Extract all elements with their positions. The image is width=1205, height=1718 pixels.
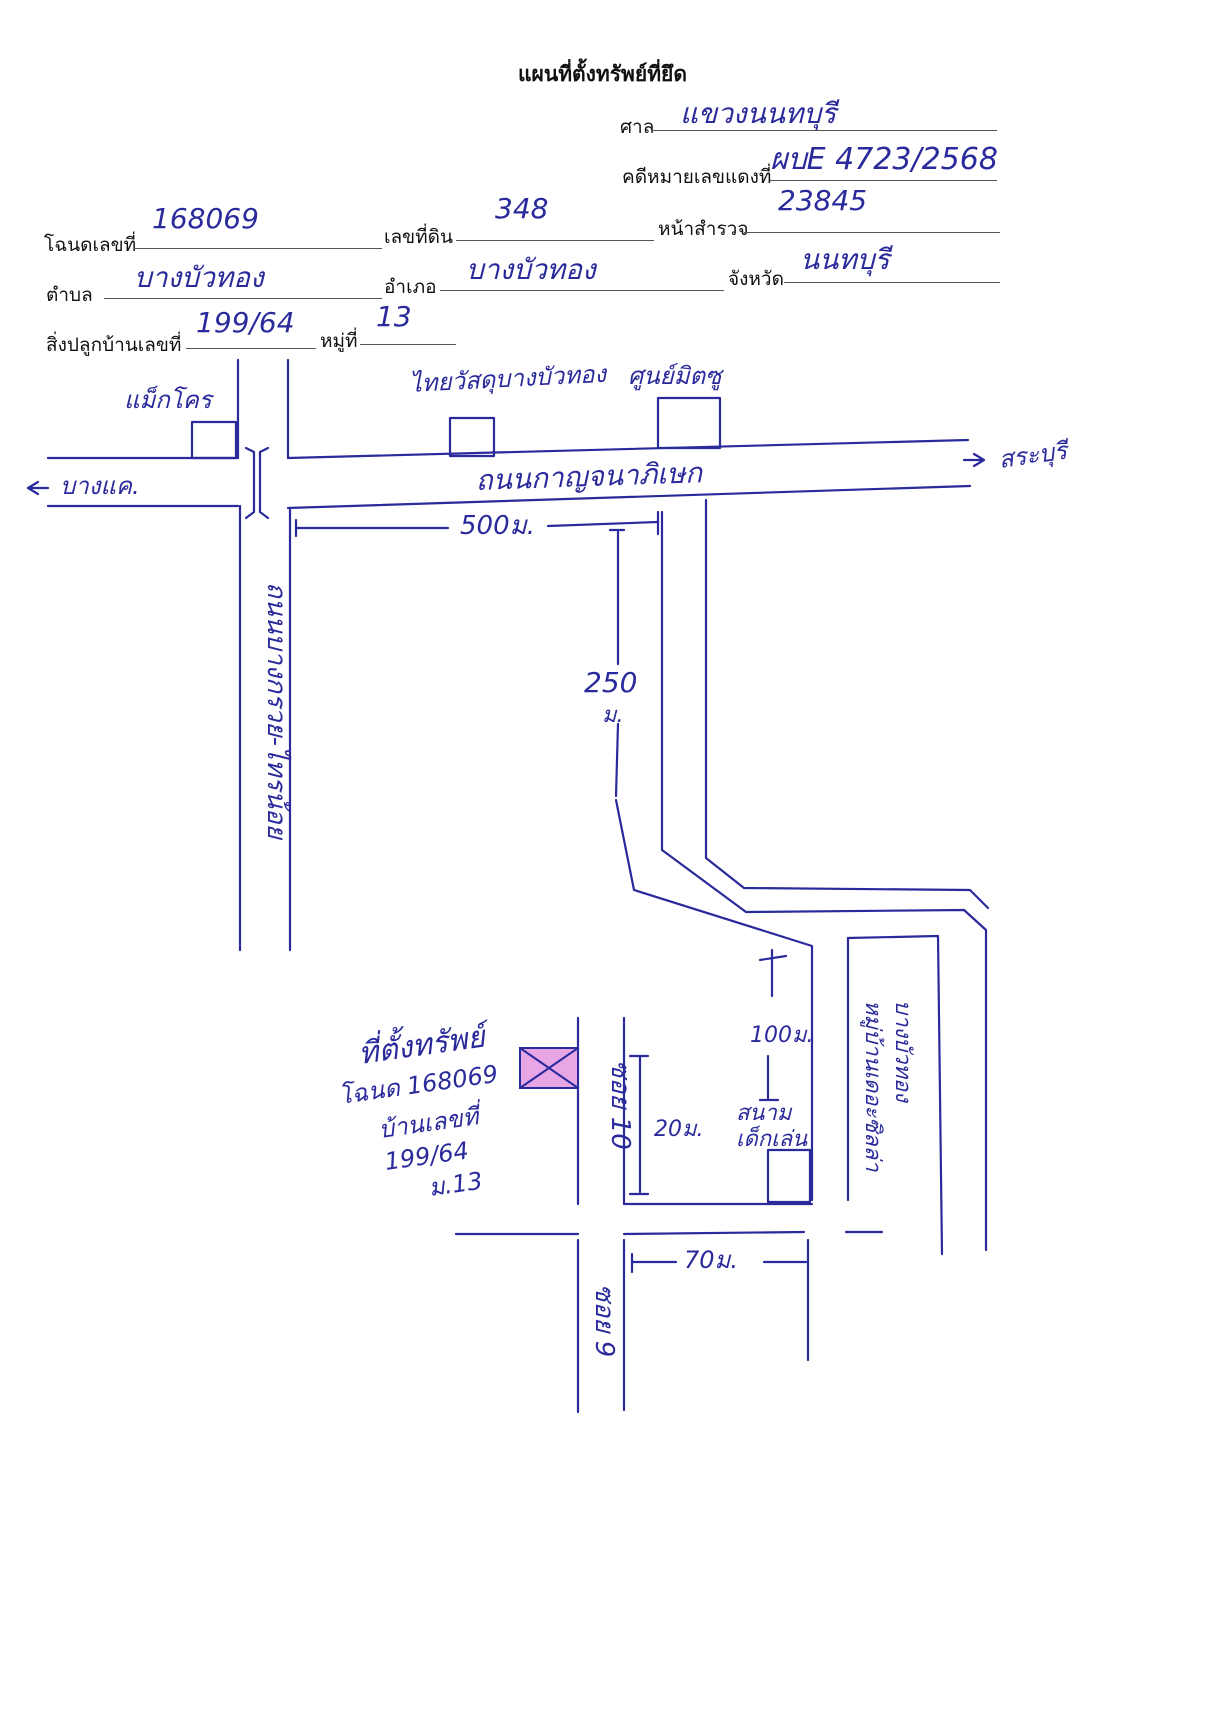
village-line-1: หมู่บ้านเดอะซิลล่า <box>860 1000 885 1172</box>
arrow-to-saraburi-icon <box>962 452 986 468</box>
land-no-label: เลขที่ดิน <box>384 226 453 248</box>
deed-label: โฉนดเลขที่ <box>44 234 137 256</box>
thaiwatsadu-building <box>448 416 496 458</box>
playground-box <box>766 1148 812 1204</box>
property-note-line-3: บ้านเลขที่ <box>377 1099 485 1144</box>
province-underline <box>784 282 1000 283</box>
district-underline <box>440 290 724 291</box>
main-road-label: ถนนกาญจนาภิเษก <box>475 456 705 497</box>
moo-value: 13 <box>376 300 412 333</box>
land-no-underline <box>456 240 654 241</box>
main-road-bottom-edge <box>286 484 972 510</box>
district-label: อำเภอ <box>384 276 437 298</box>
court-label: ศาล <box>620 116 655 138</box>
mitsu-label: ศูนย์มิตซู <box>628 362 724 391</box>
subdistrict-value: บางบัวทอง <box>134 261 264 294</box>
house-underline <box>186 348 316 349</box>
inner-road-west-edge <box>614 798 814 1202</box>
case-underline <box>770 180 997 181</box>
court-value: แขวงนนทบุรี <box>680 97 837 130</box>
to-bangkhae-label: บางแค. <box>60 472 140 500</box>
village-label: หมู่บ้านเดอะซิลล่าบางบัวทอง <box>860 1000 915 1172</box>
soi-9-label: ซอย 9 <box>589 1284 619 1357</box>
property-marker-icon <box>519 1047 579 1089</box>
deed-underline <box>134 248 382 249</box>
property-note: ที่ตั้งทรัพย์ โฉนด 168069 บ้านเลขที่ 199… <box>337 1014 500 1202</box>
dist-70-label: 70ม. <box>684 1246 738 1274</box>
survey-underline <box>744 232 1000 233</box>
subdistrict-label: ตำบล <box>46 284 93 306</box>
moo-underline <box>360 344 456 345</box>
deed-value: 168069 <box>152 202 259 235</box>
case-label: คดีหมายเลขแดงที่ <box>622 166 772 188</box>
makro-label: แม็กโคร <box>124 385 215 414</box>
main-road-top-edge <box>286 438 970 460</box>
province-value: นนทบุรี <box>800 243 890 276</box>
inner-road-outer-edge <box>660 510 988 1252</box>
case-value: ผบE 4723/2568 <box>770 142 998 177</box>
subdistrict-underline <box>104 298 382 299</box>
page-title: แผนที่ตั้งทรัพย์ที่ยึด <box>518 62 687 86</box>
side-road-label: ถนนบางกรวย-ไทรน้อย <box>261 582 292 841</box>
court-underline <box>652 130 997 131</box>
makro-building <box>190 420 238 460</box>
mitsu-building <box>656 396 722 450</box>
property-note-line-5: ม.13 <box>427 1167 484 1202</box>
to-saraburi-label: สระบุรี <box>997 436 1072 475</box>
village-line-2: บางบัวทอง <box>890 1000 915 1104</box>
playground-line-2: เด็กเล่น <box>736 1125 808 1152</box>
land-no-value: 348 <box>495 192 549 225</box>
thaiwatsadu-label: ไทยวัสดุบางบัวทอง <box>409 360 609 399</box>
dist-20-label: 20ม. <box>654 1117 704 1142</box>
soi-10-label: ซอย 10 <box>605 1060 635 1150</box>
district-value: บางบัวทอง <box>466 253 596 286</box>
house-label: สิ่งปลูกบ้านเลขที่ <box>46 334 182 356</box>
playground-line-1: สนาม <box>736 1101 793 1126</box>
arrow-to-bangkhae-icon <box>26 480 50 496</box>
survey-label: หน้าสำรวจ <box>658 218 749 240</box>
survey-value: 23845 <box>778 184 868 217</box>
dist-250-unit-label: ม. <box>602 703 624 728</box>
dist-100-label: 100ม. <box>750 1023 814 1048</box>
province-label: จังหวัด <box>728 268 784 290</box>
dist-500-label: 500ม. <box>460 511 535 541</box>
house-value: 199/64 <box>196 306 295 339</box>
playground-label: สนามเด็กเล่น <box>736 1101 808 1152</box>
moo-label: หมู่ที่ <box>320 330 358 352</box>
dist-250-label: 250 <box>584 666 637 699</box>
